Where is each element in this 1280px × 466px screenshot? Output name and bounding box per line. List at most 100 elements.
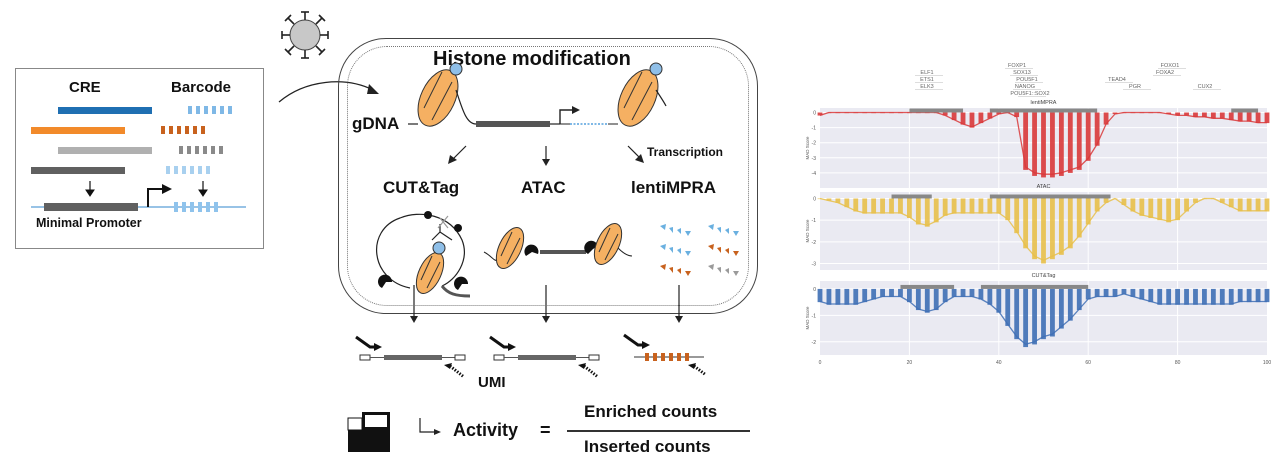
arrow-down-icon — [198, 181, 208, 197]
y-tick-label: 0 — [813, 111, 816, 117]
bar — [1139, 198, 1145, 216]
bar — [1228, 112, 1234, 121]
bar — [924, 288, 930, 313]
bar — [987, 198, 993, 214]
bar — [1193, 198, 1198, 203]
bar — [1175, 288, 1181, 305]
fraction-bar — [567, 430, 750, 432]
bar — [1014, 288, 1020, 340]
bar — [1103, 288, 1109, 297]
cre-element-2 — [31, 127, 125, 134]
bar — [1184, 288, 1189, 305]
bar — [1112, 288, 1118, 297]
bar — [1023, 288, 1029, 348]
cuttag-illustration — [376, 211, 471, 298]
bar — [1058, 288, 1064, 329]
barcode-1 — [188, 106, 232, 114]
bar — [1148, 198, 1154, 218]
bar — [969, 288, 975, 297]
bar — [1166, 198, 1172, 223]
arrow-down-icon — [85, 181, 95, 197]
histone-modification-title: Histone modification — [433, 48, 631, 70]
bar — [880, 288, 885, 297]
bar — [898, 198, 903, 214]
y-tick-label: 0 — [813, 197, 816, 203]
bar — [1121, 288, 1127, 295]
bar — [1103, 198, 1109, 203]
arrow-down-icon — [410, 285, 418, 323]
library-diagram — [31, 106, 246, 212]
bar — [1237, 288, 1243, 303]
bar — [951, 112, 957, 121]
gene-label: ELK3 — [920, 84, 933, 90]
bar — [1094, 288, 1100, 297]
bar — [889, 198, 894, 214]
bar — [1255, 288, 1261, 303]
bar — [1166, 112, 1172, 115]
nucleosome-icon — [417, 62, 463, 127]
bar — [1264, 198, 1270, 212]
bar — [1202, 112, 1207, 118]
bar — [1023, 112, 1029, 170]
bar — [1094, 198, 1100, 212]
bar — [951, 198, 957, 214]
bar — [1219, 112, 1225, 119]
lentivirus-icon — [281, 11, 329, 59]
gene-label: TEAD4 — [1108, 77, 1126, 83]
cre-label: CRE — [69, 79, 101, 96]
bar — [862, 288, 868, 303]
x-tick-label: 100 — [1263, 360, 1272, 366]
formula-denominator: Inserted counts — [584, 437, 711, 456]
bar — [933, 288, 939, 311]
equals-sign: = — [540, 420, 551, 440]
bar — [1264, 112, 1270, 124]
bar — [933, 198, 939, 223]
bar — [1014, 112, 1020, 118]
bar — [987, 288, 993, 305]
gene-label: FOXP1 — [1008, 63, 1026, 69]
bar — [996, 198, 1002, 214]
bar — [1032, 198, 1037, 260]
bar — [1032, 112, 1037, 176]
bar — [1264, 288, 1270, 303]
cre-element-3 — [58, 147, 152, 154]
bar — [1237, 198, 1243, 212]
bar — [978, 198, 984, 214]
bar — [826, 288, 832, 305]
bar — [1050, 112, 1055, 178]
bar — [1121, 198, 1127, 205]
amplicon-atac — [489, 335, 600, 379]
bar — [996, 112, 1002, 115]
bar — [1175, 112, 1181, 116]
x-tick-label: 60 — [1085, 360, 1091, 366]
amplicon-lentimpra — [623, 333, 707, 377]
bar — [1255, 112, 1261, 124]
y-tick-label: 0 — [813, 287, 816, 293]
gene-label: NANOG — [1015, 84, 1035, 90]
bar — [1076, 198, 1082, 238]
bar — [844, 288, 850, 305]
transcription-label: Transcription — [647, 145, 724, 159]
bar — [1041, 288, 1046, 340]
annotation-bar — [891, 194, 932, 199]
method-label-atac: ATAC — [521, 178, 566, 197]
bar — [978, 112, 984, 124]
activity-label: Activity — [453, 420, 519, 440]
bar — [1094, 112, 1100, 146]
nucleosome-icon — [617, 62, 663, 127]
barcode-2 — [161, 126, 205, 134]
bar — [835, 288, 841, 305]
bar — [826, 198, 832, 201]
bar — [1246, 198, 1252, 212]
bar — [1193, 288, 1198, 305]
bar — [1148, 288, 1154, 303]
transduction-arrow — [278, 81, 379, 103]
bar — [889, 288, 894, 297]
gdna-label: gDNA — [352, 114, 400, 133]
promoter-arrow-icon — [559, 106, 580, 124]
barcode-3 — [179, 146, 223, 154]
bar — [960, 198, 966, 214]
bar — [1076, 288, 1082, 311]
arrow-right-icon — [419, 418, 441, 435]
bar — [1023, 198, 1029, 249]
